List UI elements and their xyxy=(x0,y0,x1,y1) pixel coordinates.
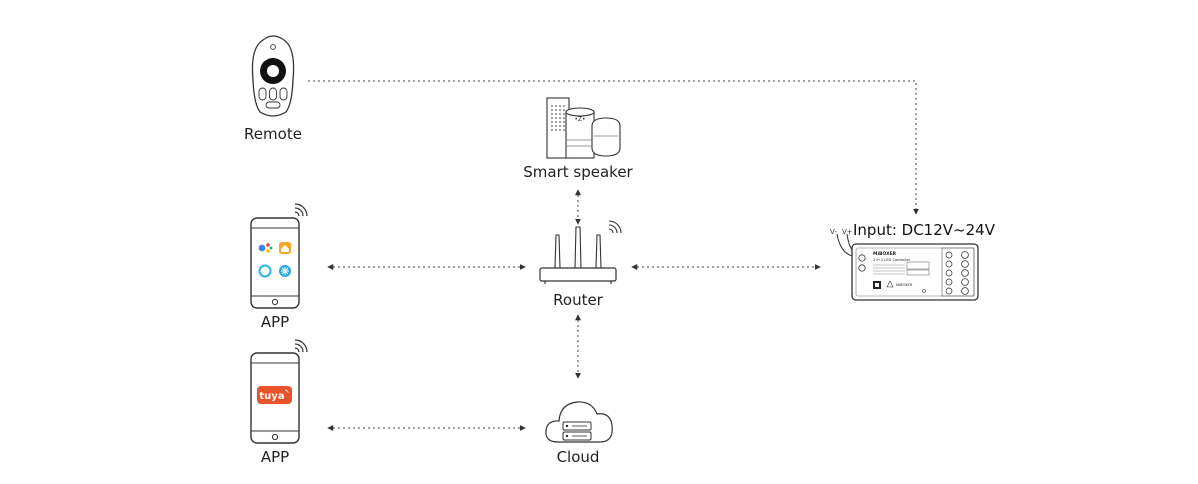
cloud-label: Cloud xyxy=(556,448,600,466)
app-top-label: APP xyxy=(260,313,290,331)
router-label: Router xyxy=(553,291,603,309)
controller-bottom-brand: MiBOXER xyxy=(896,283,913,287)
router-icon xyxy=(539,220,622,284)
smart-speaker-label: Smart speaker xyxy=(523,163,633,181)
remote-label: Remote xyxy=(244,125,302,143)
phone-app-icon xyxy=(250,203,308,309)
alexa-icon xyxy=(258,264,272,278)
v-minus-label: V- xyxy=(830,228,837,236)
cloud-icon xyxy=(545,401,613,443)
controller-brand: MiBOXER xyxy=(873,251,897,257)
google-assistant-icon xyxy=(258,243,273,253)
smart-home-icon xyxy=(279,265,291,277)
tuya-logo-icon: tuya xyxy=(257,386,292,404)
app-bottom-label: APP xyxy=(260,448,290,466)
phone-tuya-app-icon: tuya xyxy=(250,339,308,444)
remote-to-controller-connector xyxy=(308,80,919,215)
home-app-icon xyxy=(279,242,291,254)
speaker-badge-text: •Z• xyxy=(574,116,585,123)
remote-icon xyxy=(251,35,295,117)
led-controller-icon: MiBOXER 2 in 1 LED Controller MiBOXER xyxy=(836,233,979,301)
smart-speaker-icon: •Z• xyxy=(546,97,621,159)
v-plus-label: V+ xyxy=(842,228,853,236)
controller-model: 2 in 1 LED Controller xyxy=(873,258,911,262)
controller-input-label: Input: DC12V~24V xyxy=(853,221,995,239)
tuya-logo-text: tuya xyxy=(259,391,284,402)
